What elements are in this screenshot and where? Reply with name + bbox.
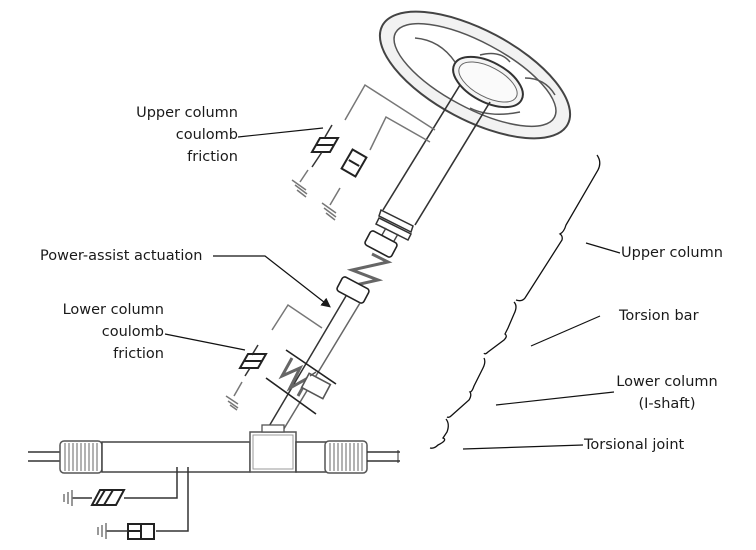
leader-lower-friction [164, 333, 246, 351]
label-lower-column-friction: Lower column coulomb friction [30, 299, 164, 365]
label-line: Lower column [62, 302, 164, 318]
torsion-bar-spring [336, 230, 398, 304]
label-torsional-joint: Torsional joint [584, 437, 685, 453]
leader-power-assist [213, 255, 331, 308]
leader-lines [164, 127, 621, 450]
label-upper-column-friction: Upper column coulomb friction [100, 102, 238, 168]
brace-torsion-bar [483, 301, 517, 355]
label-torsion-bar: Torsion bar [619, 308, 699, 324]
brace-torsional-joint [429, 418, 449, 449]
label-line: friction [187, 149, 238, 165]
brace-lower-column [446, 357, 486, 418]
label-line: coulomb [175, 127, 238, 143]
label-upper-column: Upper column [621, 245, 723, 261]
upper-friction-element [291, 83, 436, 198]
label-lower-column-ishaft: Lower column (I-shaft) [612, 371, 722, 415]
rack-and-pinion [28, 424, 400, 474]
segment-braces [429, 154, 601, 449]
leader-upper-friction [237, 127, 324, 138]
lower-column-shaft [267, 295, 361, 433]
rack-friction-element [63, 467, 178, 506]
leader-torsional-joint [462, 444, 584, 450]
label-line: Upper column [136, 105, 238, 121]
upper-damper-element [321, 115, 431, 221]
label-line: friction [113, 346, 164, 362]
label-line: coulomb [101, 324, 164, 340]
label-line: (I-shaft) [638, 396, 696, 412]
rack-damper-element [97, 467, 189, 540]
steering-wheel [378, 10, 572, 140]
torsional-joint [265, 349, 337, 415]
label-power-assist-actuation: Power-assist actuation [40, 248, 203, 264]
leader-lower-column [495, 391, 615, 406]
leader-upper-column [585, 242, 621, 254]
lower-friction-element [225, 303, 323, 411]
leader-torsion-bar [530, 315, 601, 347]
label-line: Lower column [616, 374, 718, 390]
brace-upper-column [515, 154, 601, 302]
